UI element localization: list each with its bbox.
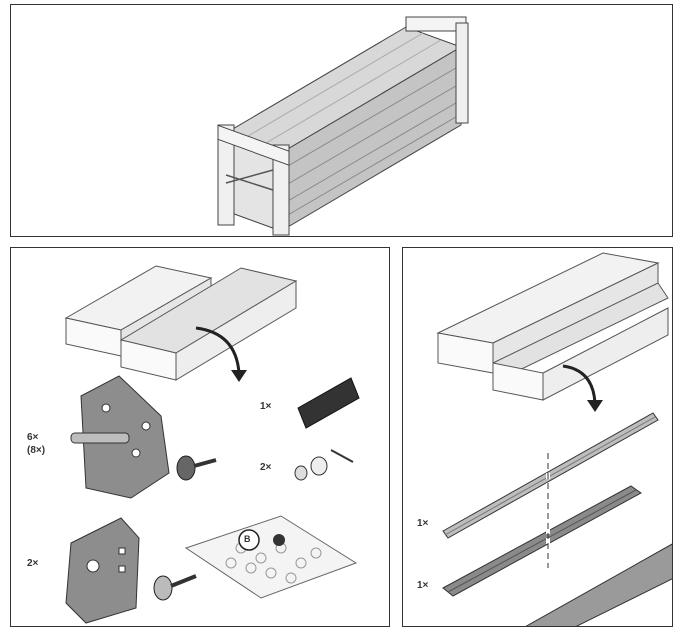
bag-badge-b: B: [244, 534, 251, 544]
door-sections-package-illustration: [217, 16, 469, 236]
rail-2-quantity-label: 1×: [417, 580, 429, 591]
rails-box-panel: 1× 1×: [402, 247, 673, 627]
roller-holder-quantity-label: 1×: [260, 401, 272, 412]
small-parts-quantity-label: 2×: [260, 462, 272, 473]
bracket-quantity-label: 2×: [27, 558, 39, 569]
package-overview-panel: [10, 4, 673, 237]
hinge-quantity-label: 6×: [27, 432, 39, 443]
rails-box-illustration: [436, 252, 672, 626]
rail-1-quantity-label: 1×: [417, 518, 429, 529]
hardware-box-panel: 6× (8×) 1× 2× 2× B: [10, 247, 390, 627]
hinge-quantity-alt-label: (8×): [27, 445, 46, 456]
hardware-box-illustration: [64, 265, 360, 624]
